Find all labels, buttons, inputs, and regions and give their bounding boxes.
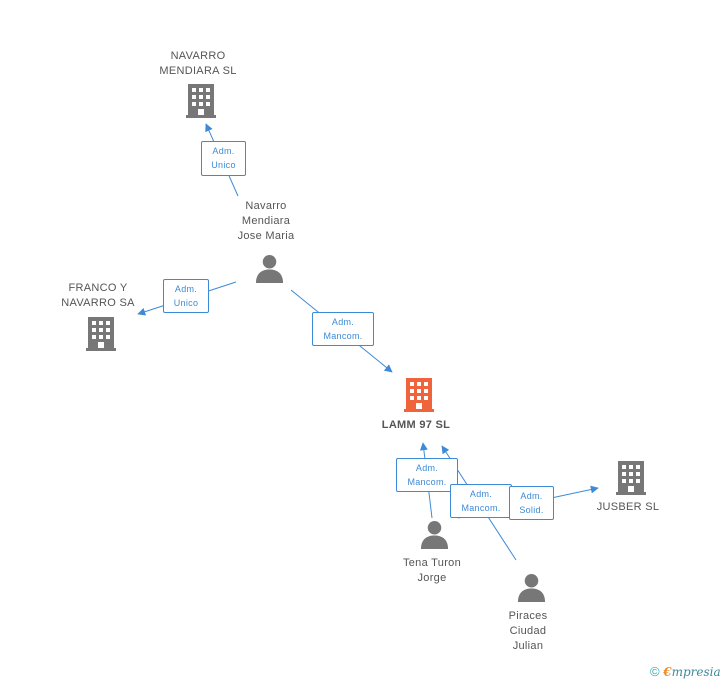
jusber-label[interactable]: JUSBER SL <box>596 501 660 513</box>
rel-adm-mancom-piraces: Adm. Mancom. <box>450 484 512 518</box>
navarro-mendiara-sl-label[interactable]: NAVARRO MENDIARA SL <box>159 50 237 77</box>
empresia-logo: €mpresia <box>663 665 721 679</box>
rel-adm-mancom-lamm: Adm. Mancom. <box>312 312 374 346</box>
jose-maria-person-icon[interactable] <box>255 254 284 283</box>
piraces-person-icon[interactable] <box>517 573 546 602</box>
tena-turon-label[interactable]: Tena Turon Jorge <box>402 557 462 584</box>
jusber-building-icon[interactable] <box>616 461 646 495</box>
rel-adm-mancom-tena: Adm. Mancom. <box>396 458 458 492</box>
navarro-mendiara-sl-building-icon[interactable] <box>186 84 216 118</box>
copyright-symbol: © <box>650 664 660 679</box>
rel-adm-solid-jusber: Adm. Solid. <box>509 486 554 520</box>
tena-turon-person-icon[interactable] <box>420 520 449 549</box>
rel-adm-unico-franco: Adm. Unico <box>163 279 209 313</box>
jose-maria-label[interactable]: Navarro Mendiara Jose Maria <box>237 200 295 242</box>
lamm97-label[interactable]: LAMM 97 SL <box>381 419 451 431</box>
empresia-watermark: © €mpresia <box>650 664 721 679</box>
lamm97-building-icon[interactable] <box>404 378 434 412</box>
rel-adm-unico-navarro-sl: Adm. Unico <box>201 141 246 176</box>
franco-navarro-label[interactable]: FRANCO Y NAVARRO SA <box>61 282 135 309</box>
piraces-label[interactable]: Piraces Ciudad Julian <box>508 610 548 652</box>
franco-navarro-building-icon[interactable] <box>86 317 116 351</box>
